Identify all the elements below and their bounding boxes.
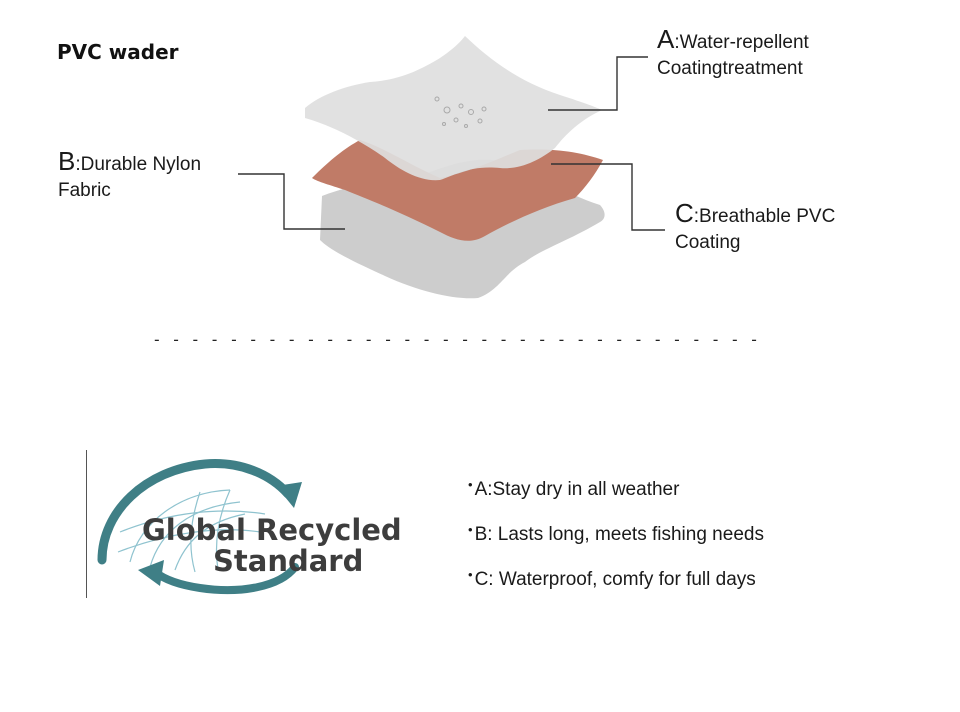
logo-left-rule [86,450,87,598]
bullet-icon: • [468,477,473,492]
label-a-letter: A [657,24,675,54]
leader-line-c [551,163,665,231]
bullet-icon: • [468,522,473,537]
label-c-line2: Coating [675,232,741,253]
benefit-text: C: Waterproof, comfy for full days [474,569,756,590]
label-b-line1: :Durable Nylon [75,154,202,175]
label-b-letter: B [58,146,76,176]
logo-line2: Standard [213,544,363,578]
fabric-layers-diagram [238,36,665,299]
globe-grid-icon [117,489,266,573]
benefit-item: •A:Stay dry in all weather [468,470,764,515]
benefit-text: B: Lasts long, meets fishing needs [474,524,764,545]
label-c-line1: :Breathable PVC [693,206,836,227]
benefit-text: A:Stay dry in all weather [474,479,680,500]
label-b-line2: Fabric [58,180,111,201]
label-c-letter: C [675,198,694,228]
bullet-icon: • [468,567,473,582]
page-title: PVC wader [57,40,179,64]
layer-a-shape [305,36,602,181]
logo-line1: Global Recycled [142,513,400,547]
benefit-item: •B: Lasts long, meets fishing needs [468,515,764,560]
leader-line-b [238,173,345,230]
benefits-list: •A:Stay dry in all weather •B: Lasts lon… [468,470,764,605]
label-c: C:Breathable PVC Coating [675,200,835,256]
dashed-divider: - - - - - - - - - - - - - - - - - - - - … [152,330,767,349]
water-droplets-icon [434,96,487,128]
label-a-line2: Coatingtreatment [657,58,803,79]
label-a: A:Water-repellent Coatingtreatment [657,26,809,82]
label-a-line1: :Water-repellent [674,32,809,53]
leader-line-a [548,56,648,111]
layer-b-shape [312,140,603,241]
label-b: B:Durable Nylon Fabric [58,148,201,204]
global-recycled-standard-logo: Global Recycled Standard [97,459,400,595]
benefit-item: •C: Waterproof, comfy for full days [468,560,764,605]
